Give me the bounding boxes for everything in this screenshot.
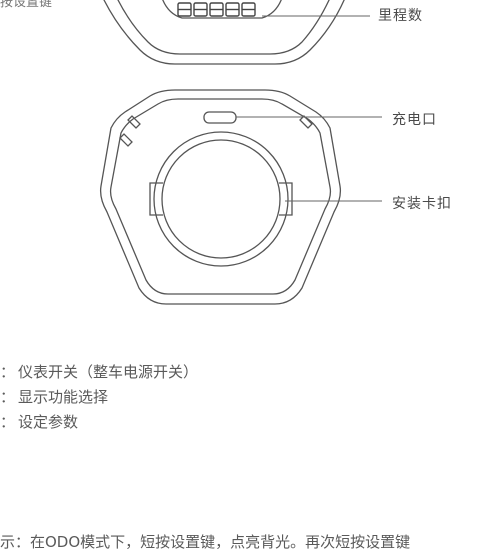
odometer-callout-label: 里程数 — [378, 8, 423, 24]
legend-row: ：仪表开关（整车电源开关） — [0, 360, 198, 385]
top-partial-label: 按设置键 — [0, 0, 53, 10]
instruction-note: 示：在ODO模式下，短按设置键，点亮背光。再次短按设置键 — [0, 533, 411, 551]
legend-colon: ： — [0, 413, 16, 431]
charging-port — [203, 111, 237, 124]
display-digits — [177, 2, 256, 17]
mount-ring — [153, 131, 289, 267]
mount-clips — [149, 182, 293, 216]
device-back-view — [99, 89, 342, 305]
legend-row: ：设定参数 — [0, 410, 198, 435]
button-legend: ：仪表开关（整车电源开关） ：显示功能选择 ：设定参数 — [0, 360, 198, 435]
legend-colon: ： — [0, 363, 16, 381]
legend-text: 显示功能选择 — [18, 388, 109, 406]
legend-text: 设定参数 — [18, 413, 79, 431]
legend-text: 仪表开关（整车电源开关） — [18, 363, 199, 381]
legend-row: ：显示功能选择 — [0, 385, 198, 410]
legend-colon: ： — [0, 388, 16, 406]
device-front-view — [103, 0, 345, 65]
mount-clip-callout-label: 安装卡扣 — [392, 196, 452, 212]
charging-port-callout-label: 充电口 — [392, 112, 437, 128]
